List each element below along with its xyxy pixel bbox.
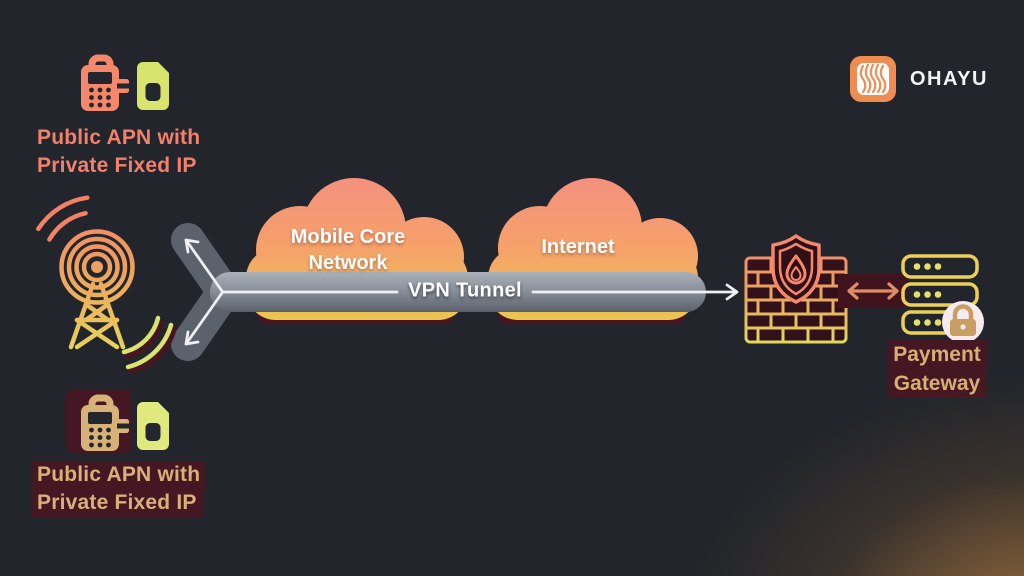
apn-bottom-label: Public APN with Private Fixed IP — [31, 461, 207, 517]
apn-top-line1: Public APN with — [37, 126, 201, 149]
sim-card-icon — [137, 62, 169, 110]
gateway-line2: Gateway — [887, 369, 987, 398]
sim-card-icon — [137, 402, 169, 450]
signal-waves-icon — [36, 195, 177, 374]
vpn-tunnel-label: VPN Tunnel — [408, 279, 522, 302]
mobile-core-line1: Mobile Core — [290, 226, 406, 248]
ohayu-logo-icon — [850, 56, 896, 102]
payment-gateway-label: Payment Gateway — [887, 340, 987, 398]
lock-badge-icon — [942, 301, 984, 343]
server-stack-icon — [901, 254, 984, 343]
apn-bottom-line1: Public APN with — [31, 461, 207, 489]
apn-top-line2: Private Fixed IP — [37, 154, 197, 177]
apn-bottom-line2: Private Fixed IP — [31, 489, 203, 517]
shield-flame-icon — [771, 234, 821, 304]
gateway-line1: Payment — [887, 340, 987, 369]
internet-label: Internet — [541, 234, 614, 260]
apn-top-label: Public APN with Private Fixed IP — [37, 124, 200, 180]
double-arrow-icon — [838, 274, 908, 308]
internet-line1: Internet — [541, 236, 615, 258]
mobile-core-line2: Network — [308, 252, 388, 274]
pos-terminal-icon — [81, 58, 129, 111]
flow-arrows — [184, 238, 739, 346]
brand-name: OHAYU — [910, 67, 988, 90]
cell-tower-icon — [36, 195, 177, 374]
mobile-core-network-label: Mobile Core Network — [291, 224, 405, 276]
firewall-icon — [744, 234, 848, 344]
brand-logo: OHAYU — [850, 56, 988, 102]
